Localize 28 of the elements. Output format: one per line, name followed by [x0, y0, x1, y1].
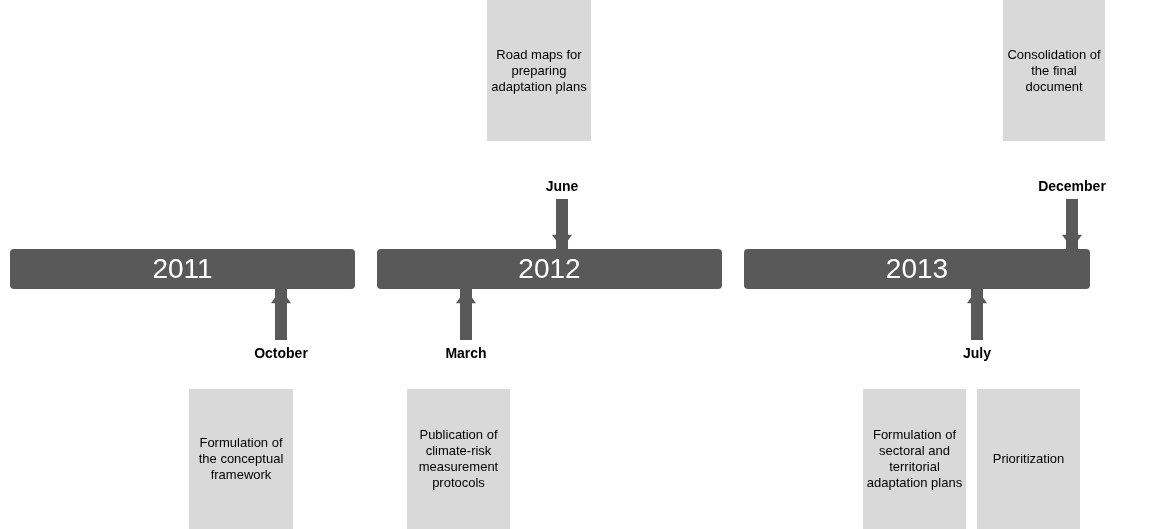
month-label: December	[1032, 177, 1112, 195]
year-label: 2013	[885, 253, 949, 285]
arrow	[967, 289, 987, 340]
arrow	[552, 199, 572, 249]
arrow	[271, 289, 291, 340]
box-text: Road maps for preparing adaptation plans	[490, 46, 588, 95]
month-label: March	[436, 344, 496, 362]
box-text: Formulation of sectoral and territorial adaptation plans	[866, 427, 963, 491]
box-text: Publication of climate-risk measurement protocols	[417, 427, 500, 491]
box-text: Formulation of the conceptual framework	[197, 435, 285, 483]
month-label: June	[532, 177, 592, 195]
box-text: Prioritization	[992, 451, 1065, 467]
year-bar	[10, 249, 355, 289]
month-label: July	[952, 344, 1002, 362]
text-box	[407, 389, 510, 529]
arrow	[456, 289, 476, 340]
year-label: 2012	[518, 253, 581, 285]
box-text: Consolidation of the final document	[1006, 46, 1102, 95]
text-box	[487, 0, 591, 141]
year-bar	[744, 249, 1090, 289]
year-label: 2011	[152, 253, 213, 285]
text-box	[863, 389, 966, 529]
text-box	[189, 389, 293, 529]
year-bar	[377, 249, 722, 289]
text-box	[977, 389, 1080, 529]
arrow	[1062, 199, 1082, 249]
text-box	[1003, 0, 1105, 141]
month-label: October	[246, 344, 316, 362]
